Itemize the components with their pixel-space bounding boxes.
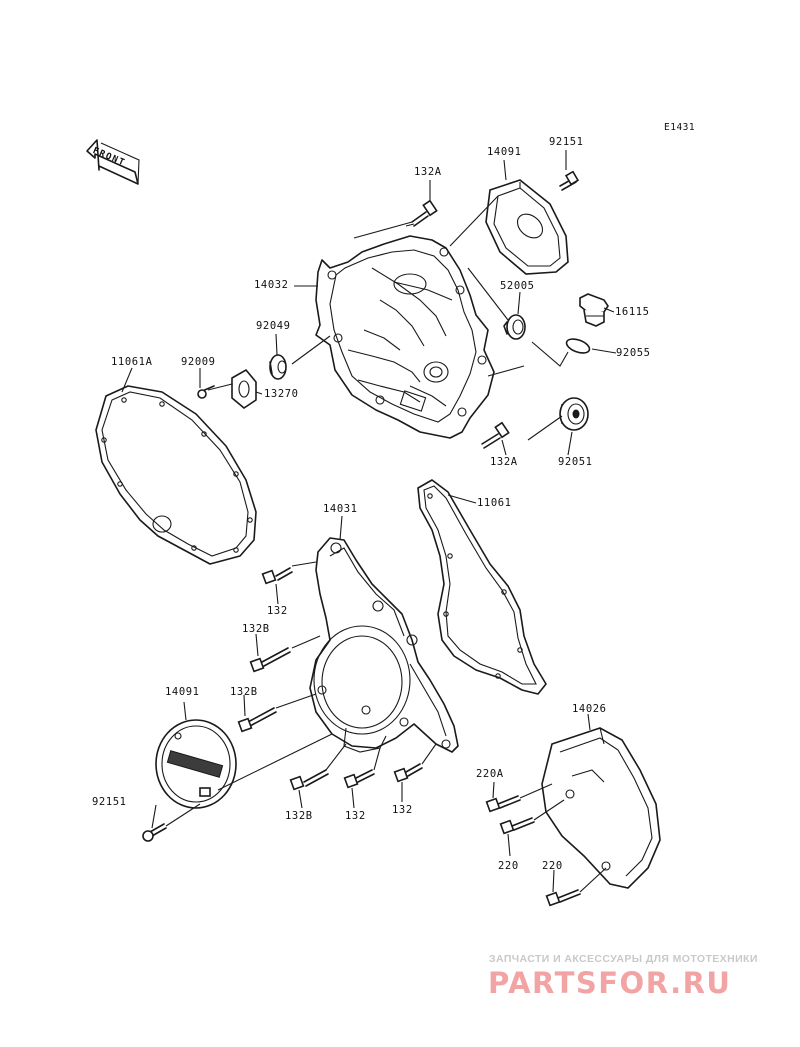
watermark-tagline: ЗАПЧАСТИ И АКСЕССУАРЫ ДЛЯ МОТОТЕХНИКИ (489, 953, 758, 965)
part-label-14032: 14032 (254, 279, 289, 291)
oil-seal-52005 (503, 314, 526, 340)
bolt-220-lower (545, 889, 581, 907)
part-label-132-top: 132 (267, 605, 288, 617)
part-label-220-lower: 220 (542, 860, 563, 872)
gasket-11061A (95, 385, 257, 565)
part-label-14091-bottom: 14091 (165, 686, 200, 698)
bolt-92151-bottom (142, 823, 167, 842)
part-label-132B-upper: 132B (242, 623, 270, 635)
part-label-14031: 14031 (323, 503, 358, 515)
part-label-132B-middle: 132B (230, 686, 258, 698)
bolt-132B-upper (249, 647, 291, 673)
bolt-220A (485, 795, 521, 813)
screw-92009 (197, 385, 215, 399)
generator-cover-14031 (309, 537, 459, 753)
oring-92055 (565, 338, 591, 354)
bolt-220-upper (499, 817, 535, 835)
diagram-code: E1431 (664, 122, 696, 133)
gasket-11061 (417, 479, 547, 695)
plate-13270 (231, 368, 257, 409)
watermark-logo: PARTSFOR.RU (488, 966, 732, 1000)
part-label-13270: 13270 (264, 388, 299, 400)
part-label-132A-top: 132A (414, 166, 442, 178)
collar-92049 (269, 354, 287, 380)
clutch-cap-14091 (485, 179, 569, 275)
bolt-132-right (393, 763, 423, 783)
clutch-cover-14032 (315, 235, 495, 439)
part-label-92151-top: 92151 (549, 136, 584, 148)
leader-lines (121, 150, 617, 893)
sprocket-cover-14026 (541, 727, 661, 889)
part-label-11061A: 11061A (111, 356, 153, 368)
bolt-132B-lower (289, 769, 329, 791)
bolt-132B-middle (237, 707, 277, 733)
part-label-92009: 92009 (181, 356, 216, 368)
part-label-92055: 92055 (616, 347, 651, 359)
part-label-14026: 14026 (572, 703, 607, 715)
part-label-132B-lower: 132B (285, 810, 313, 822)
part-label-16115: 16115 (615, 306, 650, 318)
bolt-132-left (343, 769, 375, 789)
part-label-11061: 11061 (477, 497, 512, 509)
front-arrow-icon (86, 139, 140, 185)
part-label-92051: 92051 (558, 456, 593, 468)
part-label-132-left: 132 (345, 810, 366, 822)
part-label-52005: 52005 (500, 280, 535, 292)
part-label-92151-bottom: 92151 (92, 796, 127, 808)
bolt-132-upper (261, 567, 293, 585)
bolt-92151-top (559, 170, 580, 191)
part-label-92049: 92049 (256, 320, 291, 332)
generator-cap-14091 (155, 719, 237, 809)
part-label-220A: 220A (476, 768, 504, 780)
bolt-132A-upper (405, 199, 438, 227)
bolt-132A-lower (481, 421, 510, 449)
filler-cap-16115 (579, 293, 609, 327)
part-label-220-upper: 220 (498, 860, 519, 872)
part-label-132-right: 132 (392, 804, 413, 816)
part-label-132A-bottom: 132A (490, 456, 518, 468)
part-label-14091-top: 14091 (487, 146, 522, 158)
seal-92051 (559, 397, 589, 431)
